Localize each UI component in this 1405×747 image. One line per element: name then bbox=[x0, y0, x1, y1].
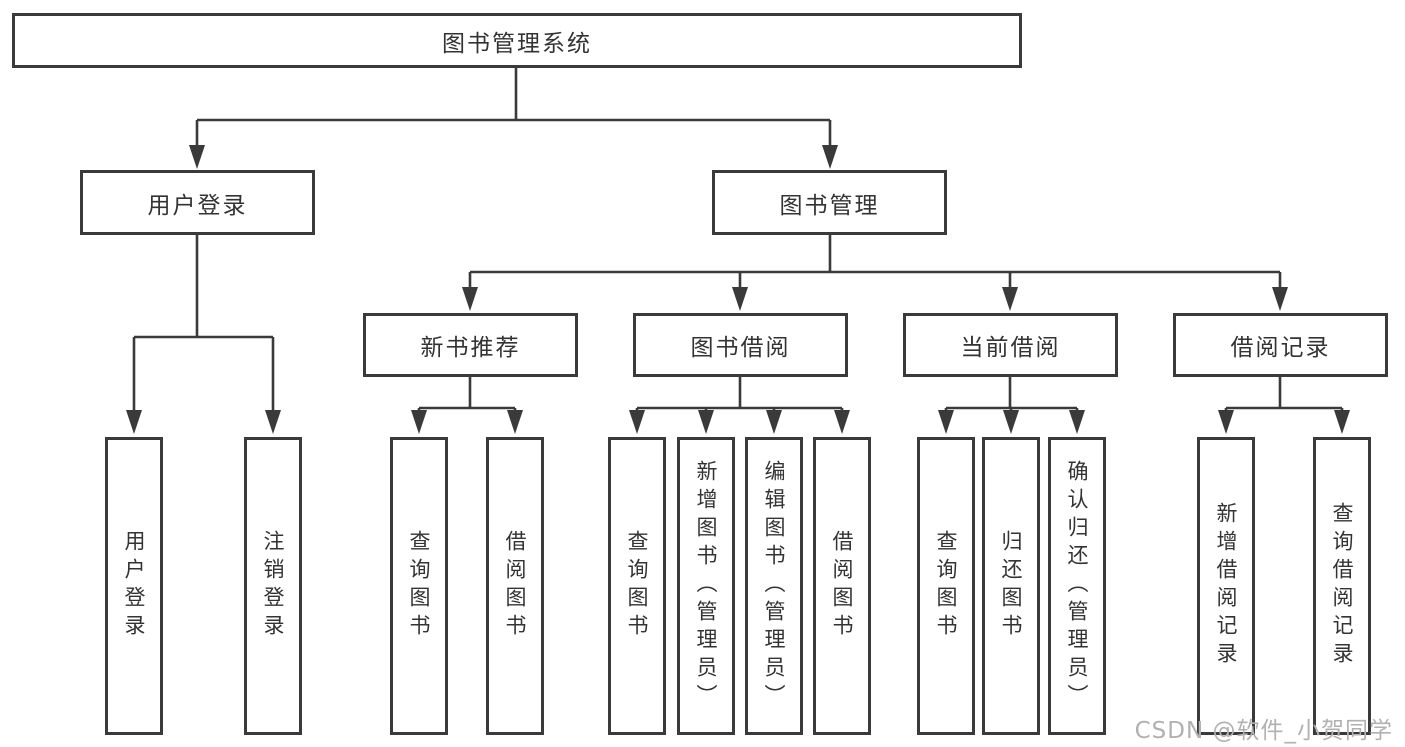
arrowhead-icon bbox=[822, 145, 838, 169]
connector-book-borrow-split bbox=[629, 377, 850, 434]
node-new-book-recommendation: 新书推荐 bbox=[363, 313, 578, 377]
node-leaf-bb-edit-books-admin: 编辑图书（管理员） bbox=[745, 437, 803, 735]
connector-borrow-records-split bbox=[1218, 377, 1350, 434]
arrowhead-icon bbox=[732, 287, 748, 311]
node-user-login: 用户登录 bbox=[80, 170, 315, 235]
arrowhead-icon bbox=[629, 410, 645, 434]
arrowhead-icon bbox=[462, 287, 478, 311]
node-leaf-nbr-query-books: 查询图书 bbox=[390, 437, 448, 735]
node-root: 图书管理系统 bbox=[12, 13, 1022, 68]
arrowhead-icon bbox=[938, 410, 954, 434]
connector-line bbox=[635, 377, 844, 411]
arrowhead-icon bbox=[411, 410, 427, 434]
connector-new-book-split bbox=[411, 377, 523, 434]
node-book-borrowing: 图书借阅 bbox=[633, 313, 848, 377]
node-leaf-bb-query-books: 查询图书 bbox=[608, 437, 666, 735]
connector-root-split bbox=[189, 68, 838, 169]
arrowhead-icon bbox=[507, 410, 523, 434]
node-leaf-cb-confirm-return-admin: 确认归还（管理员） bbox=[1048, 437, 1106, 735]
connector-line bbox=[195, 68, 832, 147]
arrowhead-icon bbox=[1002, 287, 1018, 311]
node-leaf-nbr-borrow-books: 借阅图书 bbox=[486, 437, 544, 735]
arrowhead-icon bbox=[189, 145, 205, 169]
node-current-borrowing: 当前借阅 bbox=[903, 313, 1118, 377]
connector-line bbox=[132, 235, 275, 411]
node-leaf-bb-borrow-books: 借阅图书 bbox=[813, 437, 871, 735]
connector-line bbox=[1224, 377, 1344, 411]
connector-line bbox=[417, 377, 517, 411]
connector-current-borrow-split bbox=[938, 377, 1085, 434]
arrowhead-icon bbox=[1218, 410, 1234, 434]
csdn-watermark: CSDN @软件_小贺同学 bbox=[1134, 718, 1393, 744]
arrowhead-icon bbox=[766, 410, 782, 434]
connector-user-login-split bbox=[126, 235, 281, 434]
node-leaf-cb-query-books: 查询图书 bbox=[917, 437, 975, 735]
arrowhead-icon bbox=[126, 410, 142, 434]
node-leaf-user-login: 用户登录 bbox=[105, 437, 163, 735]
arrowhead-icon bbox=[1069, 410, 1085, 434]
node-book-management: 图书管理 bbox=[712, 170, 947, 235]
arrowhead-icon bbox=[1334, 410, 1350, 434]
connector-line bbox=[944, 377, 1079, 411]
node-leaf-cb-return-books: 归还图书 bbox=[982, 437, 1040, 735]
arrowhead-icon bbox=[1003, 410, 1019, 434]
arrowhead-icon bbox=[265, 410, 281, 434]
arrowhead-icon bbox=[834, 410, 850, 434]
node-borrowing-records: 借阅记录 bbox=[1173, 313, 1388, 377]
arrowhead-icon bbox=[1272, 287, 1288, 311]
arrowhead-icon bbox=[698, 410, 714, 434]
connector-book-management-split bbox=[462, 235, 1288, 311]
connector-line bbox=[468, 235, 1282, 288]
node-leaf-br-query-record: 查询借阅记录 bbox=[1313, 437, 1371, 735]
node-leaf-logout: 注销登录 bbox=[244, 437, 302, 735]
node-leaf-bb-add-books-admin: 新增图书（管理员） bbox=[677, 437, 735, 735]
node-leaf-br-add-record: 新增借阅记录 bbox=[1197, 437, 1255, 735]
